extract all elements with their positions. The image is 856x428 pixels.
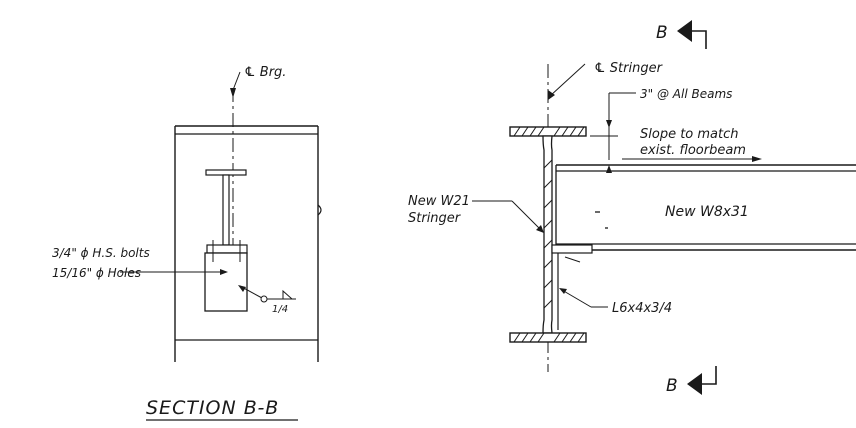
slope-arrow-head <box>752 156 762 162</box>
w21-bottom-flange <box>509 332 587 343</box>
stringer-web <box>222 174 230 246</box>
bolt-leader-arrow <box>220 269 228 275</box>
w21-web <box>542 135 553 334</box>
section-cut-arrow-bottom <box>687 373 702 395</box>
weld-size-label: 1/4 <box>272 304 288 315</box>
section-cut-label-bottom: B <box>666 376 678 396</box>
beam-label: New W8x31 <box>665 204 749 220</box>
section-cut-arrow-top <box>677 20 692 42</box>
dimension-label: 3" @ All Beams <box>640 87 732 101</box>
section-cut-label-top: B <box>656 23 668 43</box>
slope-label-line-1: Slope to match <box>640 127 739 142</box>
stringer-cl-leader <box>549 63 586 97</box>
stringer-leader <box>511 200 542 231</box>
dimension-arrow-top <box>606 120 612 128</box>
stringer-leader-arrow <box>536 225 544 233</box>
section-cut-line-bottom <box>700 366 717 385</box>
dimension-arrow-bottom <box>606 165 612 173</box>
w21-top-flange-hatch <box>513 126 585 137</box>
stringer-cl-arrow <box>548 90 555 100</box>
bolt-label: 3/4" ϕ H.S. bolts <box>52 246 150 260</box>
stringer-label-line-2: Stringer <box>408 211 462 226</box>
w21-web-hatch <box>543 159 553 309</box>
hole-label: 15/16" ϕ Holes <box>52 266 141 280</box>
connection-angle <box>204 252 248 312</box>
stringer-label-line-1: New W21 <box>408 194 470 209</box>
slope-label-line-2: exist. floorbeam <box>640 143 746 158</box>
cl-arrow <box>230 88 236 98</box>
stringer-top-flange <box>205 169 247 176</box>
bearing-cl-label: ℄ Brg. <box>244 65 286 80</box>
section-cut-line-top <box>690 30 707 49</box>
cl-leader <box>232 71 241 91</box>
left-view <box>120 71 322 362</box>
stringer-cl-label: ℄ Stringer <box>594 61 664 76</box>
angle-outstanding-leg <box>551 244 593 254</box>
fillet-weld-icon <box>282 289 293 300</box>
section-title: SECTION B-B <box>146 397 279 419</box>
w21-bottom-flange-hatch <box>513 332 585 343</box>
angle-leader <box>561 289 592 308</box>
break-mark <box>317 204 322 216</box>
weld-all-around-icon <box>260 295 268 303</box>
angle-label: L6x4x3/4 <box>612 301 672 316</box>
right-view <box>472 20 856 395</box>
angle-detail <box>564 256 581 263</box>
weld-leader-arrow <box>238 285 246 292</box>
angle-leader-arrow <box>559 288 567 294</box>
